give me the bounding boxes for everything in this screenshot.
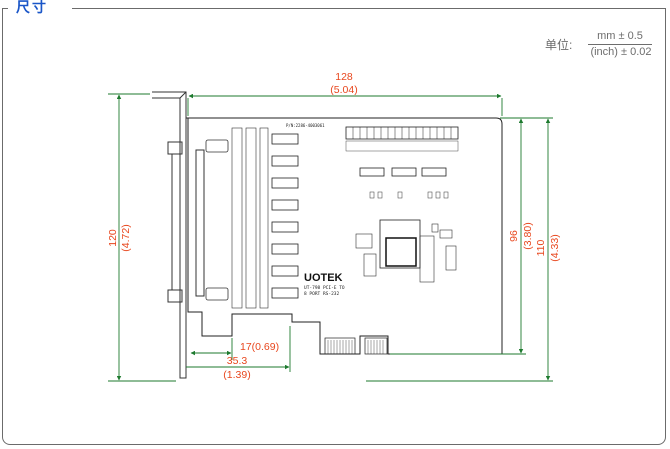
mounting-holes xyxy=(205,139,229,301)
content-frame xyxy=(2,8,666,445)
unit-label: 单位: xyxy=(545,38,573,52)
pcb-outline xyxy=(186,117,503,355)
brand-logo: UOTEK xyxy=(304,272,343,284)
model-line-2: 8 PORT RS-232 xyxy=(304,291,340,297)
db-connector xyxy=(167,141,205,303)
dim-bracket-width-inch: (1.39) xyxy=(223,369,250,381)
pcie-gold-fingers xyxy=(324,337,388,355)
dim-height-total-inch: (4.72) xyxy=(120,224,132,251)
dim-bracket-offset: 17(0.69) xyxy=(240,341,279,353)
unit-numerator: mm ± 0.5 xyxy=(597,30,643,42)
model-line-1: UT-798 PCI-E TO xyxy=(304,285,345,291)
passive-components xyxy=(369,191,449,199)
transceiver-chips xyxy=(271,133,299,299)
dim-height-full-inch: (4.33) xyxy=(549,234,561,261)
part-number: P/N:2286-4003061 xyxy=(286,123,325,128)
small-ic-row xyxy=(359,167,447,177)
dim-height-total-mm: 120 xyxy=(107,229,119,247)
main-controller-chip xyxy=(379,219,421,269)
dim-height-full-mm: 110 xyxy=(535,239,547,256)
frame-top-line xyxy=(72,8,666,9)
metal-bracket xyxy=(152,91,187,379)
dim-width-inch: (5.04) xyxy=(330,84,357,96)
pin-header-column xyxy=(231,127,269,309)
dimension-lines xyxy=(108,93,553,382)
unit-fraction-bar xyxy=(588,44,652,45)
dim-width-mm: 128 xyxy=(335,71,353,83)
dim-height-board-mm: 96 xyxy=(508,230,520,242)
unit-denominator: (inch) ± 0.02 xyxy=(590,46,652,58)
dim-bracket-width-mm: 35.3 xyxy=(227,355,248,367)
section-title: 尺寸 xyxy=(12,0,52,17)
support-chips xyxy=(355,223,457,283)
led-row xyxy=(345,126,459,152)
dim-height-board-inch: (3.80) xyxy=(522,222,534,249)
